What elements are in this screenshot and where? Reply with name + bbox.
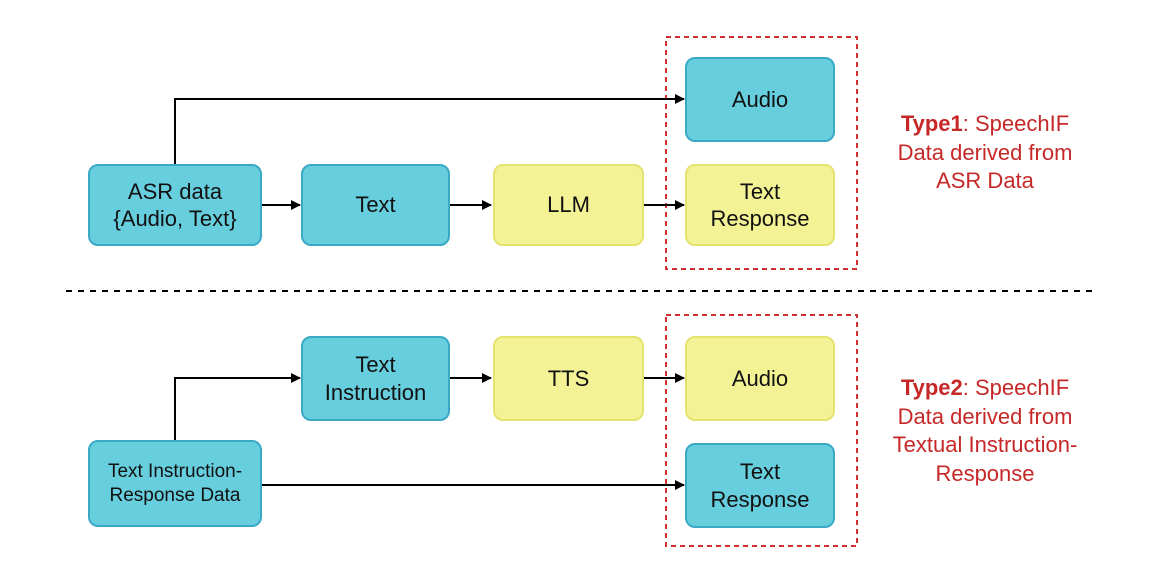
node-text-instruction-response-data-label: Text Instruction- Response Data (107, 460, 243, 506)
type2-annotation-line2: Data derived from (897, 403, 1073, 429)
node-text: Text (301, 164, 450, 246)
node-audio-output-2: Audio (685, 336, 835, 421)
node-text-response-2: Text Response (685, 443, 835, 528)
output-highlight-box-1 (665, 36, 858, 270)
type1-annotation-line2: Data derived from (897, 139, 1073, 165)
node-llm: LLM (493, 164, 644, 246)
node-audio-output-1: Audio (685, 57, 835, 142)
node-audio-output-2-label: Audio (731, 365, 789, 391)
type2-annotation-line1: Type2: SpeechIF (870, 374, 1100, 403)
type2-annotation: Type2: SpeechIF Data derived from Textua… (870, 374, 1100, 488)
node-tts: TTS (493, 336, 644, 421)
arrow-source-to-instruction (174, 373, 301, 440)
type1-label: Type1 (900, 111, 963, 136)
type2-label: Type2 (900, 375, 963, 400)
type2-annotation-line4: Response (935, 460, 1035, 486)
node-audio-output-1-label: Audio (731, 86, 789, 112)
node-asr-data: ASR data {Audio, Text} (88, 164, 262, 246)
node-text-instruction-response-data: Text Instruction- Response Data (88, 440, 262, 527)
node-text-instruction: Text Instruction (301, 336, 450, 421)
type2-annotation-line3: Textual Instruction- (892, 432, 1078, 458)
node-asr-data-label: ASR data {Audio, Text} (113, 178, 237, 232)
type1-annotation-line1: Type1: SpeechIF (870, 110, 1100, 139)
node-text-response-1: Text Response (685, 164, 835, 246)
type1-title-suffix: : SpeechIF (962, 111, 1070, 136)
node-text-instruction-label: Text Instruction (324, 352, 427, 405)
arrow-asr-to-audio (174, 94, 685, 164)
node-text-response-1-label: Text Response (710, 178, 810, 232)
node-text-label: Text (355, 192, 396, 218)
output-highlight-box-2 (665, 314, 858, 547)
node-text-response-2-label: Text Response (710, 459, 810, 512)
node-llm-label: LLM (547, 192, 590, 218)
type1-annotation-line3: ASR Data (936, 168, 1034, 194)
node-tts-label: TTS (547, 365, 590, 391)
type2-title-suffix: : SpeechIF (962, 375, 1070, 400)
type1-annotation: Type1: SpeechIF Data derived from ASR Da… (870, 110, 1100, 196)
